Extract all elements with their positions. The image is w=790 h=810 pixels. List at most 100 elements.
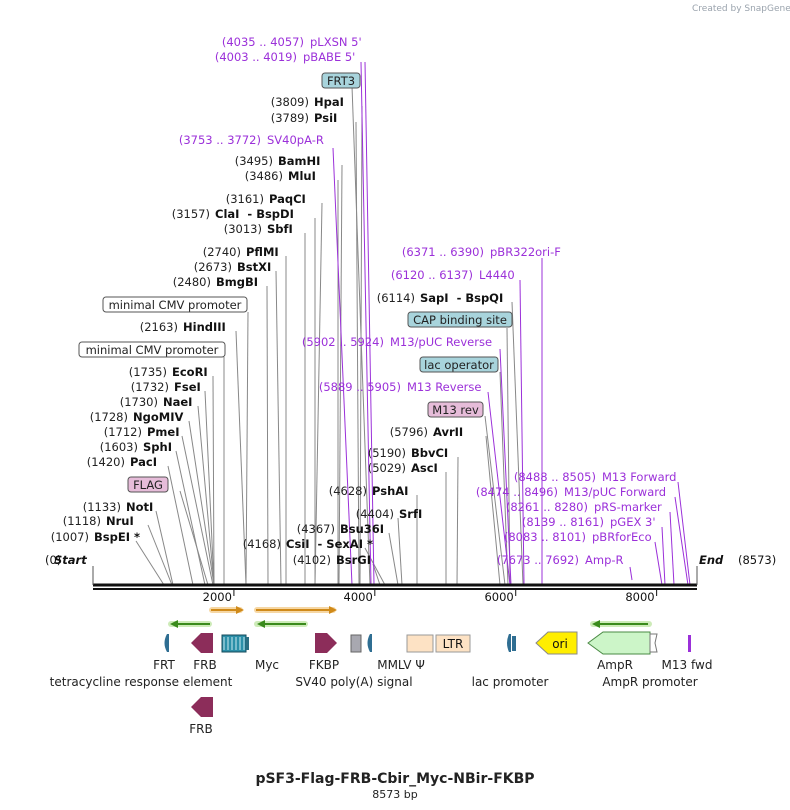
tre-glyph (221, 634, 247, 653)
enzyme-name: AvrII (433, 425, 463, 439)
enzyme-coord: (3495) (235, 154, 273, 168)
m13-fwd-glyph (688, 635, 691, 652)
leader-line (314, 202, 323, 586)
frb-glyph (191, 633, 213, 653)
primer-coord: (6120 .. 6137) (391, 268, 473, 282)
leader-line (485, 435, 501, 586)
enzyme-coord: (6114) (377, 291, 415, 305)
leader-line (388, 532, 399, 586)
enzyme-coord: (1133) (83, 500, 121, 514)
boxed-label-text: FLAG (133, 478, 163, 492)
enzyme-name-2: - SexAI * (318, 537, 373, 551)
direction-arrowhead (257, 620, 265, 628)
mmlv-psi-box (406, 634, 434, 653)
orange-arrowhead (236, 606, 244, 614)
boxed-label-bg (102, 296, 248, 313)
leader-line (677, 481, 691, 586)
enzyme-coord: (1730) (120, 395, 158, 409)
enzyme-name: BamHI (278, 154, 320, 168)
boxed-label-bg (419, 356, 499, 373)
enzyme-name-2: - BspQI (457, 291, 504, 305)
frt-glyph (164, 634, 169, 652)
end-label: End (699, 553, 724, 567)
feature-label-sv40: SV40 poly(A) signal (295, 675, 412, 689)
boxed-label-text: lac operator (424, 358, 494, 372)
primer-name: pBABE 5' (303, 50, 355, 64)
enzyme-name: PsiI (314, 111, 337, 125)
leader-line (511, 301, 524, 586)
leader-line (175, 450, 206, 586)
feature-label-ampr: AmpR (597, 658, 633, 672)
enzyme-name: MluI (288, 169, 316, 183)
ltr-glyph (435, 634, 471, 653)
leader-line (674, 496, 689, 586)
enzyme-name: AscI (411, 461, 438, 475)
enzyme-name: BmgBI (216, 275, 258, 289)
feature-label-fkbp: FKBP (309, 658, 339, 672)
enzyme-name: PshAI (372, 484, 408, 498)
enzyme-coord: (4102) (293, 553, 331, 567)
enzyme-name: BbvCI (411, 446, 448, 460)
feature-label-mmlv: MMLV Ψ (377, 658, 425, 672)
lac-operator-glyph (512, 636, 516, 651)
enzyme-name: BsrGI (336, 553, 371, 567)
primer-name: pGEX 3' (610, 515, 656, 529)
direction-arrowhead (170, 620, 178, 628)
ampr-promoter-glyph (649, 633, 658, 653)
enzyme-name: HindIII (183, 320, 226, 334)
feature-label-frb: FRB (193, 658, 216, 672)
frb-glyph-2 (191, 697, 213, 717)
enzyme-name: CsiI (286, 537, 310, 551)
enzyme-name: NgoMIV (133, 410, 183, 424)
boxed-label-text: minimal CMV promoter (86, 343, 219, 357)
enzyme-coord: (1118) (63, 514, 101, 528)
enzyme-name: SapI (420, 291, 449, 305)
plasmid-size: 8573 bp (372, 788, 417, 801)
enzyme-name: BspEI * (94, 530, 140, 544)
leader-line (204, 390, 215, 586)
enzyme-coord: (1712) (104, 425, 142, 439)
start-coord: (0) (45, 553, 61, 567)
enzyme-coord: (1735) (129, 365, 167, 379)
enzyme-name: Bsu36I (340, 522, 384, 536)
boxed-label-text: M13 rev (432, 403, 479, 417)
orange-arrowhead (329, 606, 337, 614)
enzyme-coord: (1420) (87, 455, 125, 469)
watermark-text: Created by SnapGene (692, 4, 790, 14)
ruler-tick-label: 8000 (625, 590, 654, 604)
leader-line (338, 164, 343, 586)
enzyme-coord: (2740) (203, 245, 241, 259)
leader-line (397, 517, 403, 586)
enzyme-name: NaeI (163, 395, 192, 409)
enzyme-coord: (2480) (173, 275, 211, 289)
enzyme-name: HpaI (314, 95, 344, 109)
primer-name: SV40pA-R (267, 133, 324, 147)
leader-line (188, 420, 215, 586)
enzyme-coord: (3013) (224, 222, 262, 236)
feature-label-frt: FRT (153, 658, 175, 672)
ruler-tick-label: 6000 (484, 590, 513, 604)
enzyme-coord: (1007) (51, 530, 89, 544)
primer-coord: (3753 .. 3772) (179, 133, 261, 147)
enzyme-name: ClaI (215, 207, 239, 221)
leader-line (155, 510, 174, 586)
feature-track: LTR ori (164, 606, 691, 717)
leader-line (360, 61, 372, 586)
primer-coord: (5902 .. 5924) (302, 335, 384, 349)
enzyme-name: NotI (126, 500, 153, 514)
feature-label-frb-2: FRB (189, 722, 212, 736)
feature-label-tre: tetracycline response element (50, 675, 233, 689)
ltr-label: LTR (443, 637, 464, 651)
primer-coord: (5889 .. 5905) (319, 380, 401, 394)
enzyme-name: FseI (174, 380, 201, 394)
primer-name: pRS-marker (594, 500, 662, 514)
leader-line (669, 511, 675, 586)
enzyme-name: BstXI (237, 260, 271, 274)
feature-labels: FRT FRB tetracycline response element My… (50, 658, 713, 736)
leader-line (275, 270, 282, 586)
primer-name: M13/pUC Forward (564, 485, 666, 499)
ruler-tick-label: 2000 (203, 590, 232, 604)
snapgene-watermark: Created by SnapGene (692, 4, 790, 14)
